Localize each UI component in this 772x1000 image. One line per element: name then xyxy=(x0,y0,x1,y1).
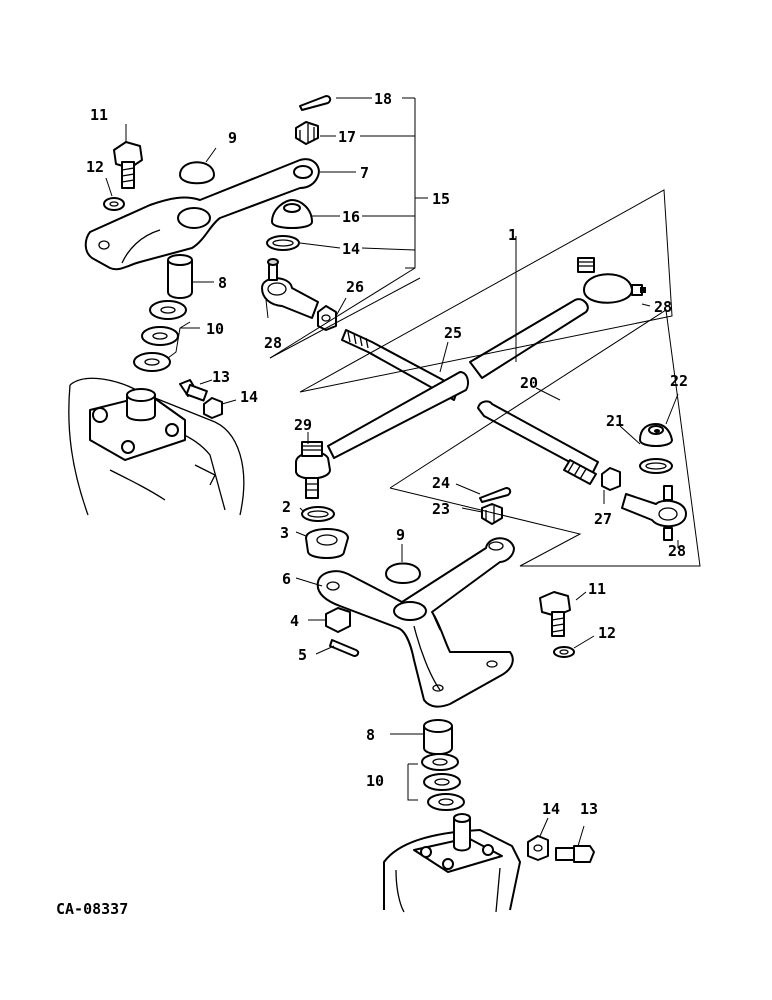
upper-steering-arm xyxy=(84,158,320,271)
washer-stack-lower xyxy=(421,753,465,811)
dust-seal-17 xyxy=(271,199,313,229)
callout-11-upper: 11 xyxy=(90,106,108,124)
drag-link-20 xyxy=(477,400,599,485)
callout-16: 14 xyxy=(342,240,360,258)
callout-5: 5 xyxy=(298,646,307,664)
callout-25: 25 xyxy=(444,324,462,342)
cotter-pin-5 xyxy=(329,639,360,657)
lock-washer-lower xyxy=(553,646,575,658)
callout-10-upper: 10 xyxy=(206,320,224,338)
callout-11-lower: 11 xyxy=(588,580,606,598)
callout-9-upper: 9 xyxy=(228,129,237,147)
callout-13-lower: 13 xyxy=(580,800,598,818)
callout-26: 26 xyxy=(346,278,364,296)
lower-steering-gear-housing xyxy=(383,813,521,913)
lower-steering-arm xyxy=(316,537,515,708)
callout-14-lower: 14 xyxy=(542,800,560,818)
callout-2: 2 xyxy=(282,498,291,516)
callout-17: 16 xyxy=(342,208,360,226)
ball-joint-end-right xyxy=(621,485,687,541)
tie-rod-25 xyxy=(295,329,469,499)
ball-joint-end-upper xyxy=(261,258,319,319)
retaining-ring-21 xyxy=(639,458,673,474)
dust-seal-22 xyxy=(639,423,673,447)
callout-13-upper: 13 xyxy=(212,368,230,386)
cotter-pin-24 xyxy=(479,487,512,503)
jam-nut-27 xyxy=(601,467,621,491)
lock-washer-upper xyxy=(103,197,125,211)
castle-nut-4 xyxy=(325,607,351,633)
leader-lines xyxy=(105,97,679,847)
callout-29: 29 xyxy=(294,416,312,434)
bolt-nut-upper xyxy=(179,379,223,419)
jam-nut-26 xyxy=(317,305,337,331)
callout-28-top-right: 28 xyxy=(654,298,672,316)
callout-10-lower: 10 xyxy=(366,772,384,790)
callout-6: 6 xyxy=(282,570,291,588)
figure-code: CA-08337 xyxy=(56,900,128,918)
callout-12-lower: 12 xyxy=(598,624,616,642)
retaining-ring-16 xyxy=(266,235,300,251)
callout-8-upper: 8 xyxy=(218,274,227,292)
washer-stack-upper xyxy=(133,300,187,372)
bushing-upper xyxy=(167,254,193,299)
callout-19: 18 xyxy=(374,90,392,108)
callout-20: 20 xyxy=(520,374,538,392)
callout-1: 1 xyxy=(508,226,517,244)
callout-4: 4 xyxy=(290,612,299,630)
cotter-pin-19 xyxy=(299,95,332,111)
retaining-ring-2 xyxy=(301,506,335,522)
callout-9-lower: 9 xyxy=(396,526,405,544)
callout-28-top-left: 28 xyxy=(264,334,282,352)
dust-cap-lower xyxy=(385,562,421,584)
callout-24: 24 xyxy=(432,474,450,492)
callout-12-upper: 12 xyxy=(86,158,104,176)
callout-23: 23 xyxy=(432,500,450,518)
callout-labels: 18 17 7 15 16 14 26 28 11 9 12 8 10 13 1… xyxy=(86,90,688,818)
upper-steering-gear-housing xyxy=(68,377,245,516)
callout-14-upper: 14 xyxy=(240,388,258,406)
callout-22: 22 xyxy=(670,372,688,390)
callout-3: 3 xyxy=(280,524,289,542)
castle-nut-18 xyxy=(295,121,319,145)
dust-cap-upper xyxy=(179,161,215,185)
callout-21: 21 xyxy=(606,412,624,430)
bolt-lower xyxy=(539,591,571,637)
callout-18: 17 xyxy=(338,128,356,146)
bushing-lower xyxy=(423,719,453,755)
bolt-upper xyxy=(113,141,143,189)
callout-15: 15 xyxy=(432,190,450,208)
callout-8-lower: 8 xyxy=(366,726,375,744)
dust-seal-3 xyxy=(305,528,349,559)
callout-27: 27 xyxy=(594,510,612,528)
callout-28-right: 28 xyxy=(668,542,686,560)
bolt-nut-lower xyxy=(527,835,595,863)
callout-7: 7 xyxy=(360,164,369,182)
assembly-brackets xyxy=(167,98,701,801)
tie-rod-1 xyxy=(469,257,646,379)
